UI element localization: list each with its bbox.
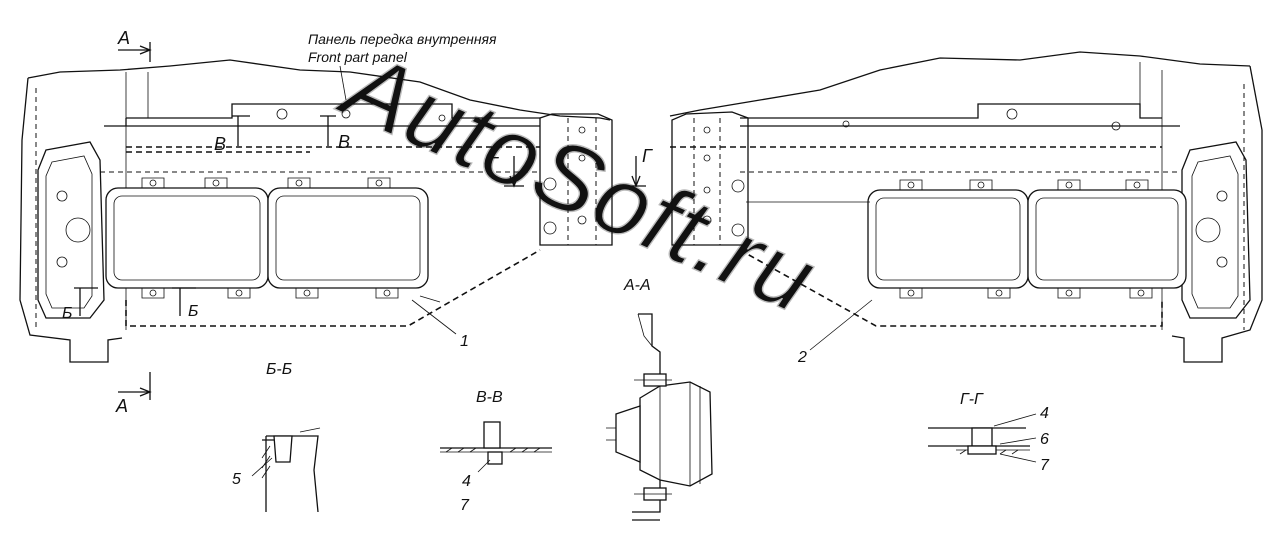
mark-b-right: Б	[188, 303, 198, 320]
section-markers	[74, 42, 646, 400]
mark-g-right: Г	[642, 146, 653, 166]
callout-6-gg: 6	[1040, 431, 1049, 448]
callout-5: 5	[232, 471, 241, 488]
panel-label-ru: Панель передка внутренняя	[308, 31, 497, 47]
callout-4-vv: 4	[462, 473, 471, 490]
section-bb-detail	[251, 427, 321, 513]
section-title-gg: Г-Г	[960, 391, 984, 408]
mark-a-top: А	[117, 28, 130, 48]
section-gg-detail	[928, 413, 1037, 463]
callout-1: 1	[460, 333, 469, 350]
mark-g-left: Г	[488, 154, 499, 174]
panel-label-en: Front part panel	[308, 49, 408, 65]
labels: Панель передка внутренняя Front part pan…	[62, 28, 1050, 514]
section-title-aa: А-А	[623, 277, 651, 294]
mark-b-left: Б	[62, 305, 72, 322]
callout-7-vv: 7	[460, 497, 470, 514]
section-title-vv: В-В	[476, 389, 503, 406]
left-bumper-assembly	[19, 59, 613, 363]
callout-2: 2	[797, 349, 807, 366]
section-aa-detail	[606, 313, 713, 521]
mark-a-bottom: А	[115, 396, 128, 416]
callout-4-gg: 4	[1040, 405, 1049, 422]
section-title-bb: Б-Б	[266, 361, 292, 378]
panel-label-leader	[339, 65, 347, 101]
callout-7-gg: 7	[1040, 457, 1050, 474]
mark-v-right: В	[338, 132, 350, 152]
section-vv-detail	[440, 421, 552, 473]
right-bumper-assembly	[669, 51, 1263, 363]
mark-v-left: В	[214, 134, 226, 154]
